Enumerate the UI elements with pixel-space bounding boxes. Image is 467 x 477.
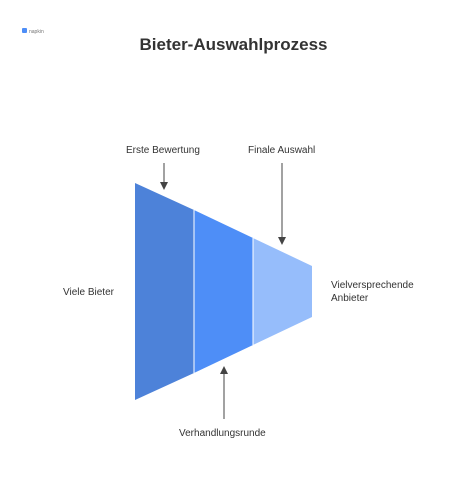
label-anbieter: Anbieter [331, 293, 369, 304]
logo-mark [22, 28, 27, 33]
label-finale-auswahl: Finale Auswahl [248, 145, 316, 156]
funnel-stage-1 [135, 183, 194, 400]
funnel-stage-2 [194, 210, 253, 373]
logo-text: napkin [29, 29, 44, 35]
napkin-logo: napkin [22, 28, 44, 35]
funnel-stage-3 [253, 238, 312, 345]
label-verhandlungsrunde: Verhandlungsrunde [179, 428, 266, 439]
label-erste-bewertung: Erste Bewertung [126, 145, 200, 156]
diagram-title: Bieter-Auswahlprozess [139, 35, 328, 54]
label-vielversprechende: Vielversprechende [331, 280, 414, 291]
label-viele-bieter: Viele Bieter [63, 287, 114, 298]
